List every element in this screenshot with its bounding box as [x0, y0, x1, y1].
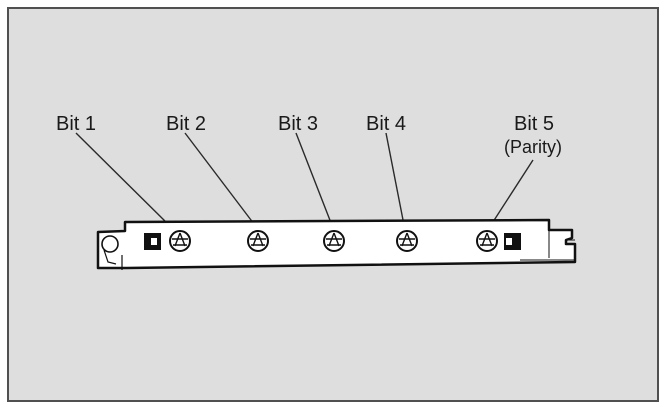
- leader-line-bit2: [184, 132, 255, 225]
- hole-bit1-icon: [169, 230, 191, 252]
- hole-bit4-icon: [396, 230, 418, 252]
- hole-bit5-icon: [476, 230, 498, 252]
- right-square-marker-icon: [504, 233, 521, 250]
- leader-line-bit1: [75, 132, 173, 229]
- label-bit5: Bit 5: [514, 113, 554, 135]
- label-bit3: Bit 3: [278, 113, 318, 135]
- label-bit5-parity: (Parity): [504, 137, 562, 157]
- left-square-marker-icon: [144, 233, 161, 250]
- leader-lines: [75, 132, 534, 229]
- hole-bit3-icon: [323, 230, 345, 252]
- diagram-frame: [7, 7, 659, 402]
- end-notch-icon: [101, 235, 119, 253]
- label-bit1: Bit 1: [56, 113, 96, 135]
- leader-line-bit5: [490, 159, 534, 226]
- leader-line-bit3: [295, 132, 334, 229]
- tape-strip: [96, 218, 577, 270]
- leader-line-bit4: [385, 132, 405, 226]
- label-bit4: Bit 4: [366, 113, 406, 135]
- hole-bit2-icon: [247, 230, 269, 252]
- label-bit2: Bit 2: [166, 113, 206, 135]
